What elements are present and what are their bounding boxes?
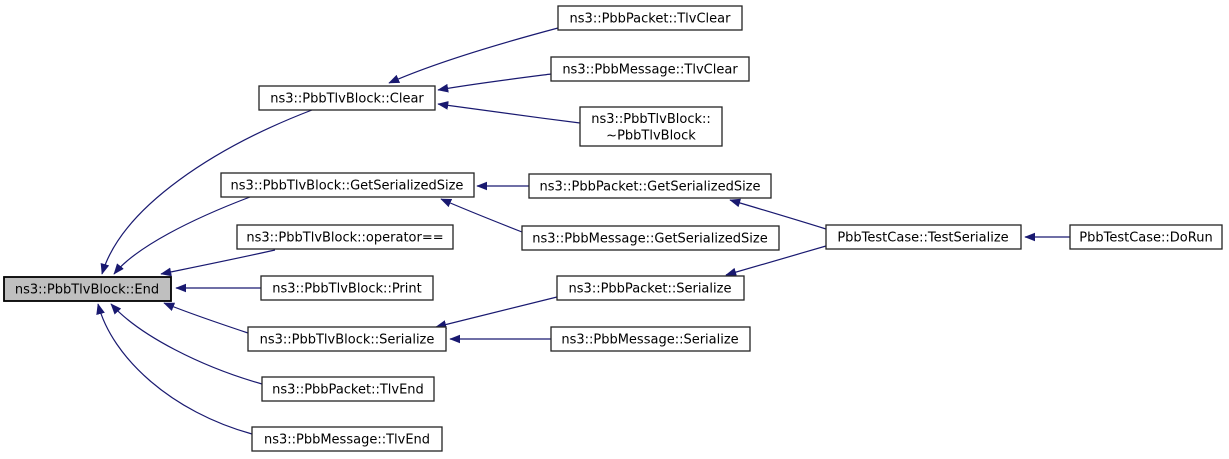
node-label: ns3::PbbTlvBlock::GetSerializedSize bbox=[231, 179, 464, 194]
node-label: ns3::PbbPacket::TlvEnd bbox=[272, 383, 424, 398]
node-label: ns3::PbbMessage::GetSerializedSize bbox=[532, 232, 767, 247]
edge-message-getserializedsize-to-tlv bbox=[440, 198, 523, 233]
node-layer: ns3::PbbTlvBlock::End ns3::PbbTlvBlock::… bbox=[3, 5, 1223, 452]
node-pbbtlvblock-destructor[interactable]: ns3::PbbTlvBlock:: ~PbbTlvBlock bbox=[579, 106, 723, 147]
node-pbbpacket-getserializedsize[interactable]: ns3::PbbPacket::GetSerializedSize bbox=[528, 173, 772, 199]
node-label: PbbTestCase::DoRun bbox=[1079, 231, 1212, 246]
node-pbbtlvblock-getserializedsize[interactable]: ns3::PbbTlvBlock::GetSerializedSize bbox=[220, 172, 475, 198]
node-pbbmessage-serialize[interactable]: ns3::PbbMessage::Serialize bbox=[550, 326, 751, 352]
edge-packet-tlvend-to-end bbox=[110, 303, 263, 385]
node-pbbtlvblock-serialize[interactable]: ns3::PbbTlvBlock::Serialize bbox=[247, 326, 447, 352]
node-label: ns3::PbbPacket::GetSerializedSize bbox=[540, 180, 761, 195]
edge-layer bbox=[96, 27, 1070, 435]
edge-packet-serialize-to-tlv-serialize bbox=[435, 296, 558, 329]
node-pbbmessage-tlvclear[interactable]: ns3::PbbMessage::TlvClear bbox=[550, 56, 750, 82]
edge-destructor-to-clear bbox=[437, 101, 581, 124]
edge-getserializedsize-to-end bbox=[113, 196, 251, 275]
node-pbbpacket-serialize[interactable]: ns3::PbbPacket::Serialize bbox=[556, 275, 745, 301]
node-label: PbbTestCase::TestSerialize bbox=[837, 231, 1008, 246]
edge-testserialize-to-packet-serialize bbox=[725, 245, 827, 277]
node-label: ns3::PbbMessage::TlvClear bbox=[562, 63, 738, 78]
node-pbbtlvblock-print[interactable]: ns3::PbbTlvBlock::Print bbox=[260, 275, 434, 301]
node-pbbtestcase-testserialize[interactable]: PbbTestCase::TestSerialize bbox=[825, 224, 1022, 250]
edge-message-tlvclear-to-clear bbox=[437, 73, 552, 93]
node-label: ns3::PbbTlvBlock::operator== bbox=[246, 231, 443, 246]
edge-message-tlvend-to-end bbox=[96, 303, 253, 435]
edge-testserialize-to-packet-getserializedsize bbox=[729, 198, 827, 230]
node-pbbmessage-tlvend[interactable]: ns3::PbbMessage::TlvEnd bbox=[251, 426, 443, 452]
node-pbbtlvblock-clear[interactable]: ns3::PbbTlvBlock::Clear bbox=[258, 85, 436, 111]
node-label: ns3::PbbTlvBlock::Print bbox=[272, 282, 421, 297]
node-label: ns3::PbbMessage::TlvEnd bbox=[264, 433, 430, 448]
node-label: ns3::PbbTlvBlock::Clear bbox=[270, 92, 424, 107]
node-label: ns3::PbbTlvBlock::Serialize bbox=[260, 333, 435, 348]
node-label: ns3::PbbPacket::Serialize bbox=[569, 282, 732, 297]
node-label-line1: ns3::PbbTlvBlock:: bbox=[591, 112, 711, 127]
node-pbbtlvblock-end[interactable]: ns3::PbbTlvBlock::End bbox=[3, 276, 172, 302]
edge-packet-tlvclear-to-clear bbox=[388, 27, 559, 84]
node-pbbtestcase-dorun[interactable]: PbbTestCase::DoRun bbox=[1069, 224, 1223, 250]
edge-operator-eq-to-end bbox=[160, 249, 276, 277]
node-label-line2: ~PbbTlvBlock bbox=[606, 129, 696, 144]
node-label: ns3::PbbMessage::Serialize bbox=[561, 333, 738, 348]
node-label: ns3::PbbPacket::TlvClear bbox=[570, 12, 732, 27]
node-pbbpacket-tlvend[interactable]: ns3::PbbPacket::TlvEnd bbox=[261, 376, 435, 402]
node-pbbmessage-getserializedsize[interactable]: ns3::PbbMessage::GetSerializedSize bbox=[521, 225, 780, 251]
node-pbbtlvblock-operator-eq[interactable]: ns3::PbbTlvBlock::operator== bbox=[236, 224, 454, 250]
edge-tlvserialize-to-end bbox=[163, 302, 249, 334]
edge-clear-to-end bbox=[100, 109, 313, 275]
node-label: ns3::PbbTlvBlock::End bbox=[15, 283, 159, 298]
node-pbbpacket-tlvclear[interactable]: ns3::PbbPacket::TlvClear bbox=[557, 5, 743, 31]
